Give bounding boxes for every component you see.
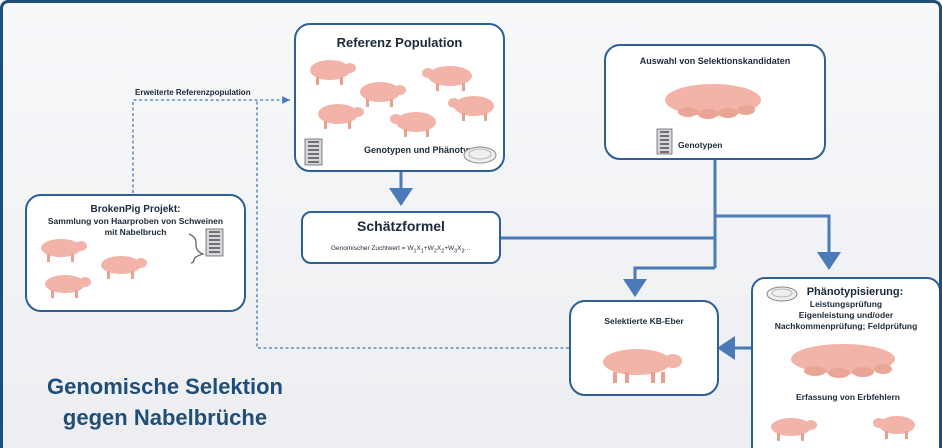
auswahl-title: Auswahl von Selektionskandidaten <box>639 56 791 66</box>
petri-dish-icon <box>463 146 497 164</box>
sow-with-piglets-icon <box>791 344 895 378</box>
main-title-line1: Genomische Selektion <box>47 374 283 399</box>
main-title: Genomische Selektion gegen Nabelbrüche <box>25 371 305 433</box>
auswahl-box: Auswahl von Selektionskandidaten Genotyp… <box>604 44 826 160</box>
boar-icon <box>603 349 682 383</box>
pig-icon <box>771 418 817 441</box>
connector-layer <box>132 96 841 360</box>
selektierte-box: Selektierte KB-Eber <box>569 300 719 396</box>
brokenpig-title: BrokenPig Projekt: <box>90 204 181 215</box>
pig-icon <box>318 104 364 129</box>
pig-icon <box>448 96 494 121</box>
arrow-to-phaenotypisierung <box>715 214 841 270</box>
dashed-erweiterte-referenz <box>132 96 290 193</box>
pig-icon <box>422 66 472 91</box>
phaeno-title: Phänotypisierung: <box>806 286 904 298</box>
dna-icon <box>205 228 224 257</box>
sow-with-piglets-icon <box>665 84 761 119</box>
pig-icon <box>873 416 915 439</box>
main-title-line2: gegen Nabelbrüche <box>62 405 268 430</box>
schaetzformel-box: Schätzformel Genomischer Zuchtwert = W1X… <box>301 211 501 264</box>
schaetzformel-formula: Genomischer Zuchtwert = W1X1+W2X2+W3X3… <box>330 245 472 255</box>
phaeno-caption: Erfassung von Erbfehlern <box>796 392 900 402</box>
brokenpig-box: BrokenPig Projekt: Sammlung von Haarprob… <box>25 194 246 312</box>
phaeno-line3: Nachkommenprüfung; Feldprüfung <box>774 321 918 331</box>
erweiterte-referenz-label: Erweiterte Referenzpopulation <box>135 88 251 97</box>
referenz-caption: Genotypen und Phänotypen <box>363 145 484 155</box>
phaeno-line1: Leistungsprüfung <box>809 299 883 309</box>
phaeno-line2: Eigenleistung und/oder <box>798 310 894 320</box>
dna-icon <box>656 128 673 155</box>
brokenpig-subtitle: Sammlung von Haarproben von Schweinen mi… <box>47 216 224 237</box>
selektierte-title: Selektierte KB-Eber <box>604 316 684 326</box>
pig-icon <box>360 82 406 107</box>
petri-dish-icon <box>766 286 798 302</box>
dna-icon <box>188 233 205 264</box>
pig-icon <box>310 60 356 85</box>
schaetzformel-title: Schätzformel <box>357 218 445 234</box>
pig-icon <box>390 112 436 137</box>
phaenotypisierung-box: Phänotypisierung: Leistungsprüfung Eigen… <box>751 277 939 448</box>
dna-icon <box>304 138 323 166</box>
pig-icon <box>45 275 91 298</box>
pig-icon <box>101 256 147 279</box>
auswahl-caption: Genotypen <box>678 140 723 150</box>
arrow-to-selektierte <box>623 266 715 297</box>
referenz-population-box: Referenz Population Genotypen und Phänot… <box>294 23 505 172</box>
referenz-title: Referenz Population <box>336 35 463 50</box>
pig-icon <box>41 239 87 262</box>
